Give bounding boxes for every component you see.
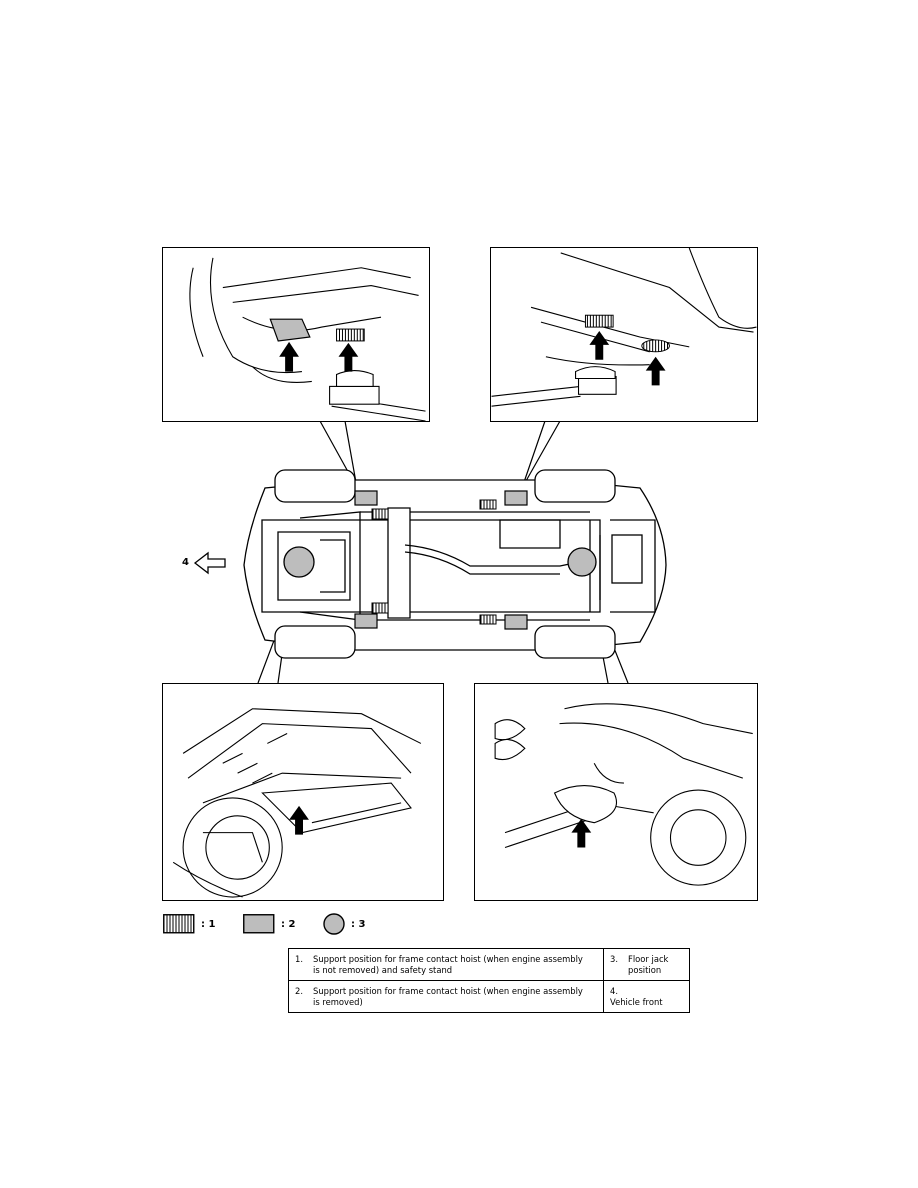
tr-arrow-1-icon <box>589 331 610 360</box>
hatched-rect-icon <box>163 914 195 934</box>
gray-circle-icon <box>323 913 345 935</box>
vehicle-front-marker: 4 <box>182 557 189 568</box>
jack-point-rear <box>567 547 597 577</box>
tr-hatched-oval <box>641 339 670 353</box>
support-pad-front-left <box>354 490 378 506</box>
br-arrow-icon <box>571 818 592 848</box>
tl-arrow-1-icon <box>279 341 299 372</box>
key-num: 4. <box>610 986 618 996</box>
bl-arrow-icon <box>289 805 309 835</box>
hatched-pad-4 <box>479 614 497 625</box>
gray-rect-icon <box>243 914 275 934</box>
legend-item-1: : 1 <box>163 913 215 935</box>
key-cell: 2. Support position for frame contact hoi… <box>288 980 604 1013</box>
leader-top-left <box>319 420 358 489</box>
key-text: Support position for frame contact hoist… <box>313 986 583 1007</box>
hatched-pad-3 <box>371 602 389 614</box>
tr-arrow-2-icon <box>645 356 666 386</box>
tl-gray-pad <box>269 318 311 342</box>
jack-point-front <box>283 546 315 578</box>
table-row: 2. Support position for frame contact hoi… <box>288 980 690 1013</box>
legend-label-3: : 3 <box>351 918 366 930</box>
detail-top-right-drawing <box>491 248 757 407</box>
detail-top-right <box>490 247 758 422</box>
leader-top-right <box>521 420 561 489</box>
detail-bottom-left <box>162 683 444 901</box>
detail-top-left-drawing <box>189 257 426 421</box>
tr-hatched-pad <box>584 314 614 328</box>
key-text: Vehicle front <box>610 996 663 1007</box>
legend-item-2: : 2 <box>243 913 295 935</box>
detail-bottom-right <box>474 683 758 901</box>
key-cell: 1. Support position for frame contact hoi… <box>288 948 604 981</box>
key-cell: 3. Floor jack position <box>603 948 690 981</box>
detail-bottom-right-drawing <box>494 703 753 886</box>
legend-label-2: : 2 <box>281 918 296 930</box>
legend-key-table: 1. Support position for frame contact hoi… <box>288 948 690 1013</box>
key-text: Floor jack position <box>628 954 669 975</box>
key-cell: 4.Vehicle front <box>603 980 690 1013</box>
legend-item-3: : 3 <box>323 913 365 935</box>
support-pad-front-right <box>354 613 378 629</box>
support-pad-rear-left <box>504 490 528 506</box>
tl-hatched-pad <box>336 328 365 342</box>
vehicle-front-arrow-icon <box>193 551 226 575</box>
tl-arrow-2-icon <box>338 342 359 372</box>
support-pad-rear-right <box>504 614 528 630</box>
hatched-pad-1 <box>371 508 389 520</box>
key-text: Support position for frame contact hoist… <box>313 954 583 975</box>
table-row: 1. Support position for frame contact hoi… <box>288 948 690 981</box>
car-body <box>243 469 667 659</box>
leader-bottom-left <box>257 597 291 684</box>
detail-bottom-left-drawing <box>172 708 422 898</box>
key-num: 3. <box>610 954 618 964</box>
detail-top-left <box>162 247 430 422</box>
key-num: 1. <box>295 954 303 964</box>
legend-label-1: : 1 <box>201 918 216 930</box>
leader-bottom-right <box>589 587 629 684</box>
hatched-pad-2 <box>479 499 497 510</box>
key-num: 2. <box>295 986 303 996</box>
